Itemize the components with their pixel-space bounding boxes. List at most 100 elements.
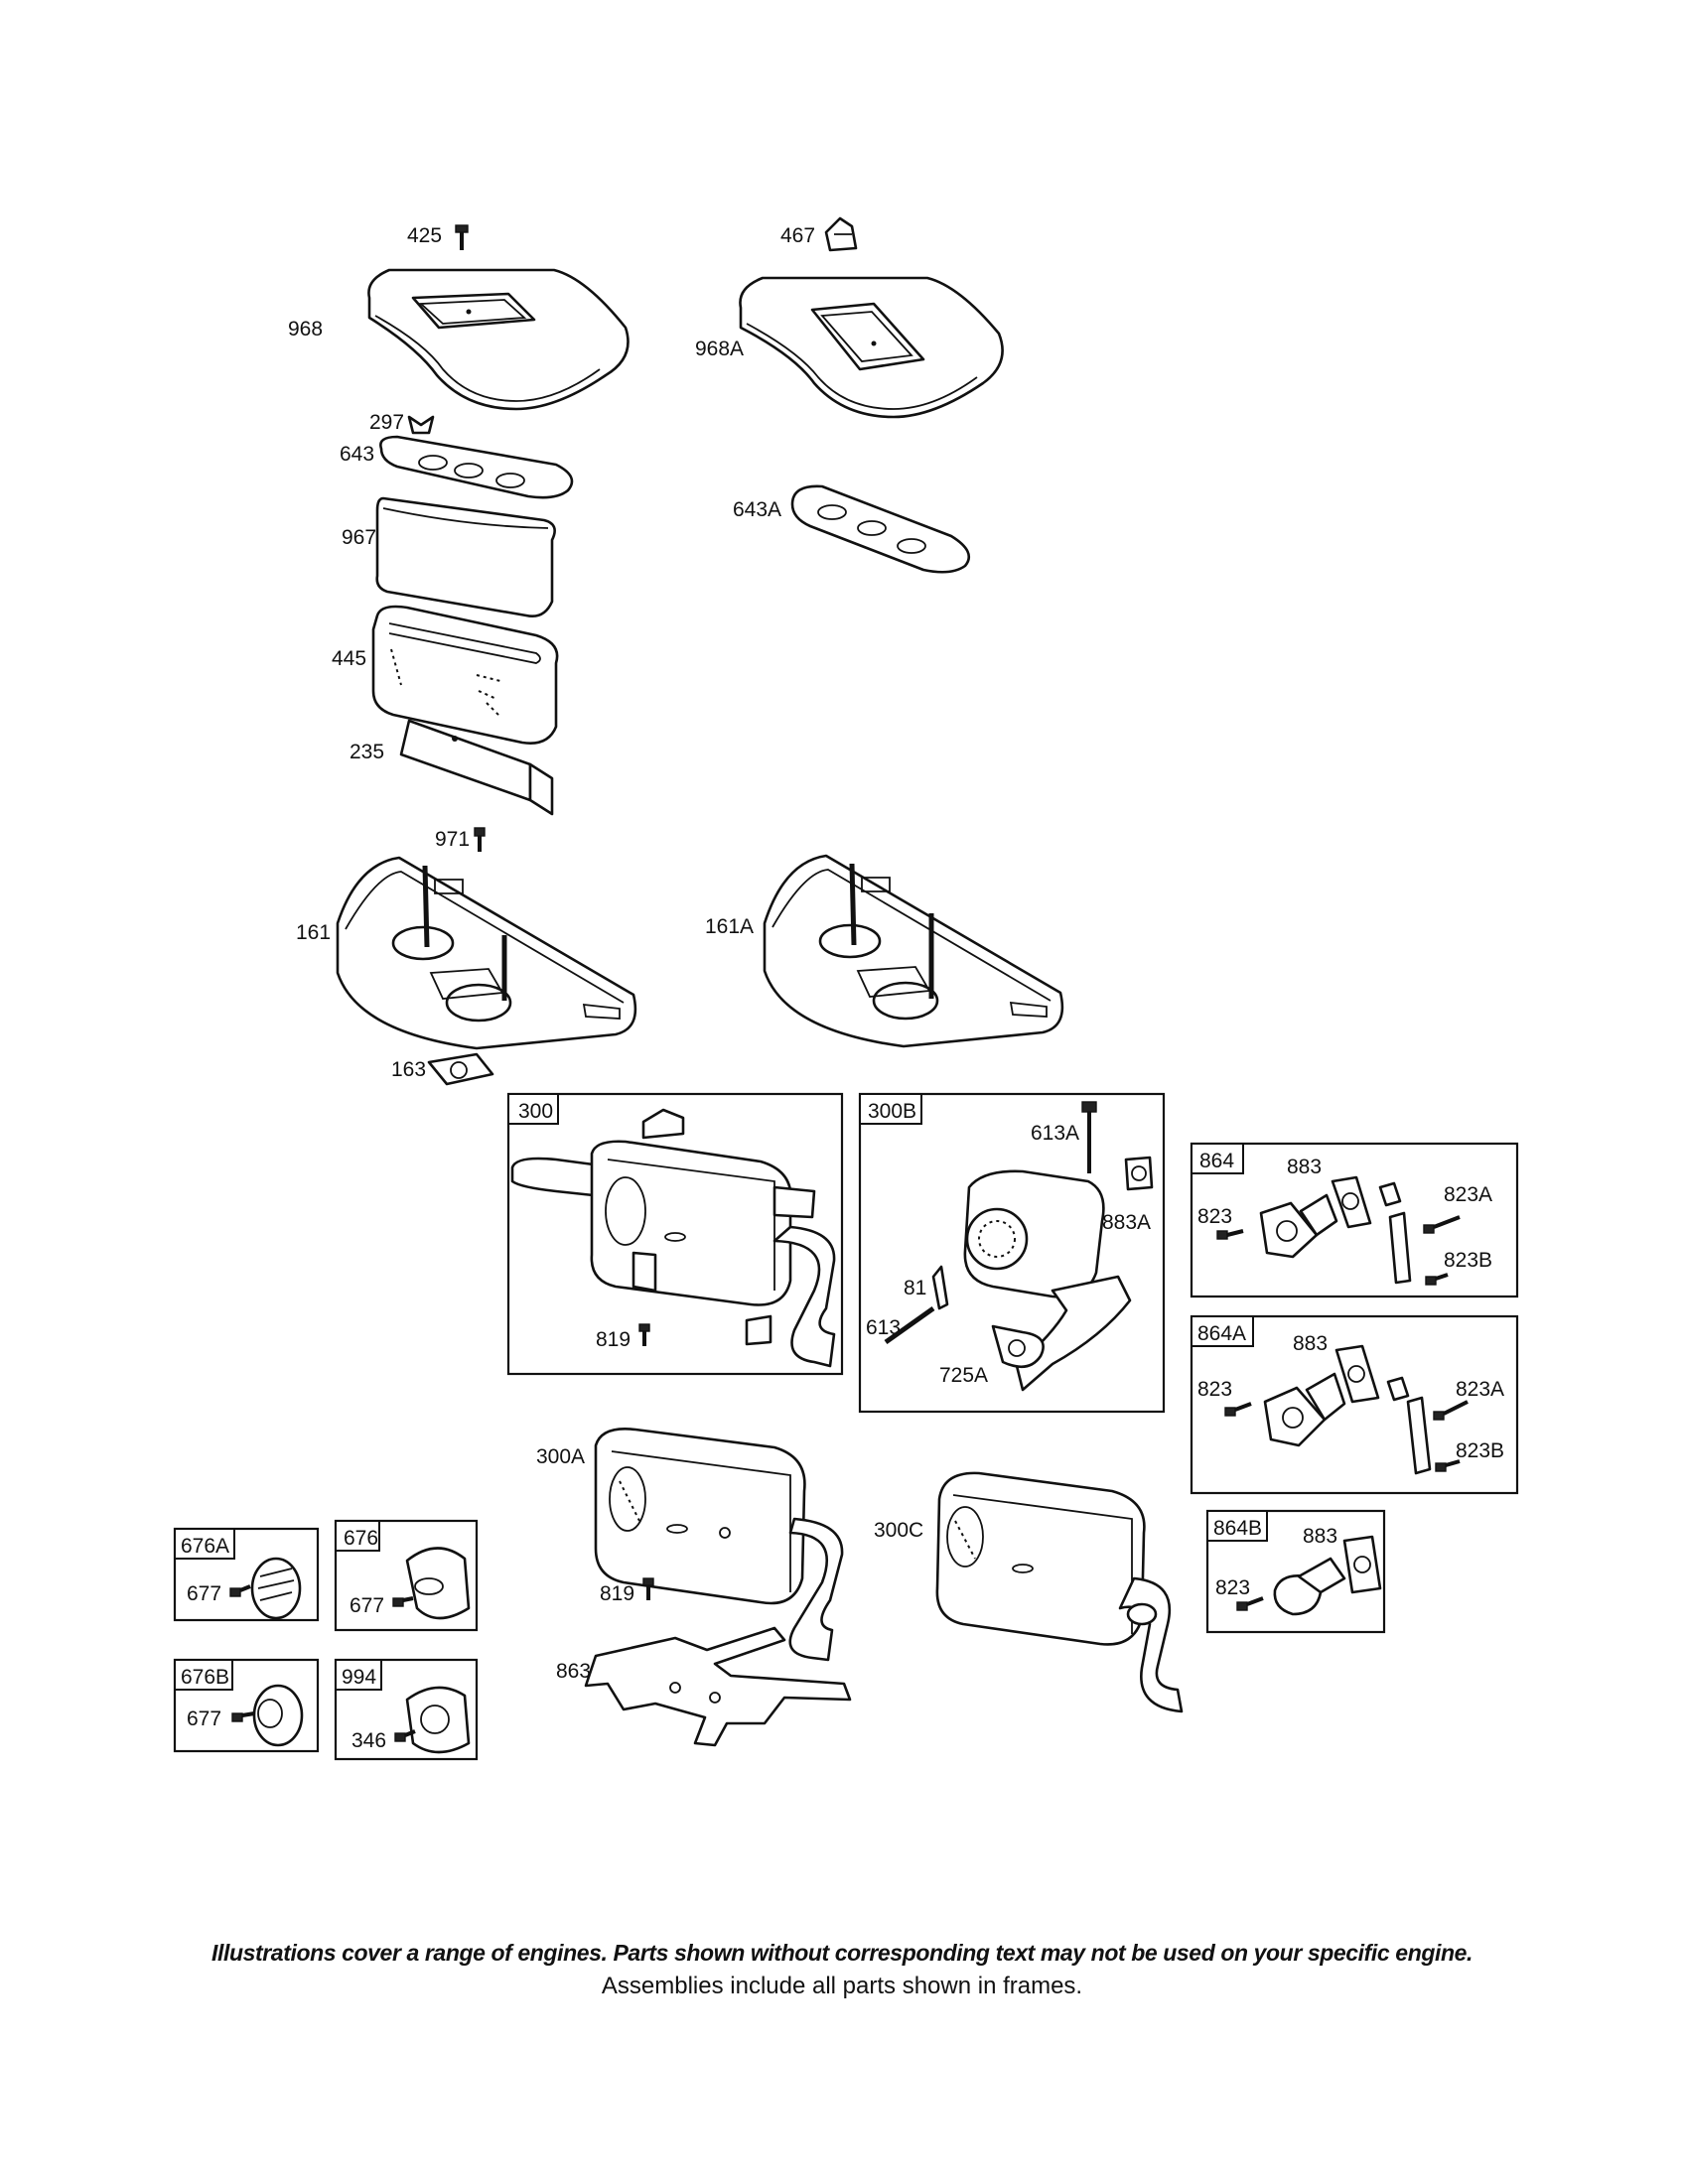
- label-883b: 883: [1293, 1332, 1328, 1355]
- label-823Bb: 823B: [1456, 1439, 1504, 1462]
- label-643A: 643A: [733, 498, 781, 521]
- frame-label-994: 994: [342, 1666, 376, 1689]
- screw-819a-icon: [638, 1323, 650, 1346]
- screw-971-icon: [474, 827, 486, 852]
- screw-677b-icon: [392, 1596, 414, 1607]
- base-161: [336, 856, 637, 1050]
- label-300A: 300A: [536, 1445, 585, 1468]
- filter-445: [371, 605, 559, 745]
- label-677c: 677: [187, 1707, 221, 1730]
- screw-823b-icon: [1224, 1402, 1252, 1417]
- frame-label-300B: 300B: [868, 1100, 916, 1123]
- label-677a: 677: [187, 1582, 221, 1605]
- frame-label-300: 300: [518, 1100, 553, 1123]
- knob-467-icon: [824, 216, 858, 252]
- label-467: 467: [780, 224, 815, 247]
- label-968: 968: [288, 318, 323, 341]
- label-819b: 819: [600, 1582, 634, 1605]
- footnote-assemblies: Assemblies include all parts shown in fr…: [601, 1973, 1083, 1999]
- gasket-163: [427, 1052, 494, 1086]
- frame-label-864B: 864B: [1213, 1517, 1262, 1540]
- cover-968A: [739, 276, 1004, 419]
- frame-label-864: 864: [1199, 1150, 1234, 1172]
- frame-864A: [1190, 1314, 1519, 1495]
- rod-613: [884, 1305, 935, 1345]
- label-819a: 819: [596, 1328, 631, 1351]
- label-823Ba: 823B: [1444, 1249, 1492, 1272]
- flange-864: [1259, 1175, 1412, 1285]
- spark-arrestor-676B: [252, 1684, 304, 1747]
- label-823Ab: 823A: [1456, 1378, 1504, 1401]
- screw-823Bb-icon: [1435, 1459, 1461, 1472]
- frame-label-676: 676: [344, 1527, 378, 1550]
- label-823a: 823: [1197, 1205, 1232, 1228]
- frame-676B: [173, 1658, 320, 1753]
- gasket-643A: [790, 484, 970, 574]
- label-613: 613: [866, 1316, 901, 1339]
- label-425: 425: [407, 224, 442, 247]
- label-346: 346: [351, 1729, 386, 1752]
- spark-arrestor-676A: [250, 1557, 302, 1620]
- screw-425-icon: [455, 224, 469, 250]
- baffle-235: [399, 719, 554, 816]
- base-161A: [763, 854, 1064, 1048]
- label-863: 863: [556, 1660, 591, 1683]
- muffler-300C: [935, 1471, 1184, 1713]
- label-445: 445: [332, 647, 366, 670]
- label-971: 971: [435, 828, 470, 851]
- screw-677a-icon: [229, 1584, 251, 1597]
- screw-346-icon: [394, 1729, 416, 1742]
- label-297: 297: [369, 411, 404, 434]
- gasket-643: [379, 435, 574, 499]
- flange-864B: [1273, 1535, 1382, 1616]
- footnote-disclaimer: Illustrations cover a range of engines. …: [210, 1940, 1474, 1966]
- label-613A: 613A: [1031, 1122, 1079, 1145]
- frame-label-864A: 864A: [1197, 1322, 1246, 1345]
- label-968A: 968A: [695, 338, 744, 360]
- screw-677c-icon: [231, 1711, 255, 1722]
- label-823c: 823: [1215, 1576, 1250, 1599]
- cover-968: [367, 268, 630, 411]
- label-967: 967: [342, 526, 376, 549]
- wing-nut-297-icon: [407, 415, 435, 435]
- frame-994: [334, 1658, 479, 1761]
- flange-864A: [1263, 1344, 1432, 1475]
- label-677b: 677: [350, 1594, 384, 1617]
- label-883c: 883: [1303, 1525, 1337, 1548]
- label-161A: 161A: [705, 915, 754, 938]
- screw-823Aa-icon: [1423, 1215, 1461, 1234]
- screw-823Ab-icon: [1433, 1400, 1469, 1421]
- screw-823Ba-icon: [1425, 1273, 1449, 1286]
- frame-676: [334, 1519, 479, 1632]
- frame-300B: [858, 1092, 1166, 1414]
- label-725A: 725A: [939, 1364, 988, 1387]
- label-161: 161: [296, 921, 331, 944]
- frame-label-676B: 676B: [181, 1666, 229, 1689]
- frame-label-676A: 676A: [181, 1535, 229, 1558]
- precleaner-967: [375, 496, 556, 617]
- spark-arrestor-994: [405, 1686, 471, 1754]
- screw-823c-icon: [1236, 1596, 1264, 1611]
- frame-864: [1190, 1142, 1519, 1298]
- muffler-300B: [931, 1169, 1132, 1392]
- muffler-300A: [594, 1428, 844, 1662]
- label-300C: 300C: [874, 1519, 923, 1542]
- label-823b: 823: [1197, 1378, 1232, 1401]
- muffler-300: [510, 1108, 836, 1368]
- screw-819b-icon: [642, 1577, 654, 1600]
- bolt-613A-icon: [1081, 1101, 1097, 1173]
- label-235: 235: [350, 741, 384, 763]
- label-643: 643: [340, 443, 374, 466]
- label-163: 163: [391, 1058, 426, 1081]
- label-823Aa: 823A: [1444, 1183, 1492, 1206]
- screw-823a-icon: [1216, 1229, 1244, 1240]
- label-81: 81: [904, 1277, 926, 1299]
- label-883a: 883: [1287, 1156, 1322, 1178]
- bracket-863: [584, 1626, 852, 1747]
- frame-300: [506, 1092, 844, 1376]
- frame-864B: [1205, 1509, 1386, 1634]
- frame-676A: [173, 1527, 320, 1622]
- label-883A: 883A: [1102, 1211, 1151, 1234]
- footnote: Illustrations cover a range of engines. …: [0, 1940, 1684, 2000]
